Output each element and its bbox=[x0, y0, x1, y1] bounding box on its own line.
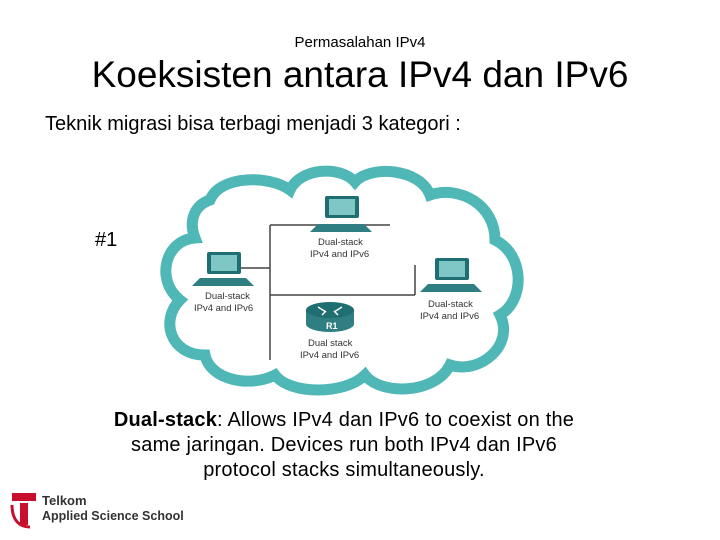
node-label: IPv4 and IPv6 bbox=[420, 311, 479, 322]
category-marker: #1 bbox=[95, 229, 118, 251]
caption: Dual-stack: Allows IPv4 dan IPv6 to coex… bbox=[110, 408, 578, 483]
node-label: Dual-stack bbox=[205, 291, 250, 302]
network-cloud bbox=[160, 165, 524, 396]
router-label: R1 bbox=[326, 321, 338, 331]
node-label: Dual-stack bbox=[318, 237, 363, 248]
router-icon bbox=[306, 302, 354, 332]
telkom-logo: Telkom Applied Science School bbox=[10, 491, 200, 531]
intro-text: Teknik migrasi bisa terbagi menjadi 3 ka… bbox=[45, 113, 461, 135]
slide-title: Koeksisten antara IPv4 dan IPv6 bbox=[91, 54, 629, 95]
pc-icon bbox=[310, 196, 372, 232]
node-label: IPv4 and IPv6 bbox=[300, 350, 359, 361]
logo-line1: Telkom bbox=[42, 493, 87, 508]
node-label: Dual-stack bbox=[428, 299, 473, 310]
node-label: IPv4 and IPv6 bbox=[194, 303, 253, 314]
telkom-logo-mark bbox=[10, 493, 36, 529]
caption-text: : Allows IPv4 dan IPv6 to coexist on the… bbox=[131, 409, 575, 481]
logo-line2: Applied Science School bbox=[42, 509, 184, 523]
node-label: IPv4 and IPv6 bbox=[310, 249, 369, 260]
pc-icon bbox=[192, 252, 254, 286]
dual-stack-network-diagram: Dual-stack IPv4 and IPv6 Dual-stack IPv4… bbox=[160, 165, 524, 396]
slide-header: Permasalahan IPv4 bbox=[294, 34, 426, 51]
caption-term: Dual-stack bbox=[113, 409, 218, 431]
pc-icon bbox=[420, 258, 482, 292]
node-label: Dual stack bbox=[308, 338, 353, 349]
